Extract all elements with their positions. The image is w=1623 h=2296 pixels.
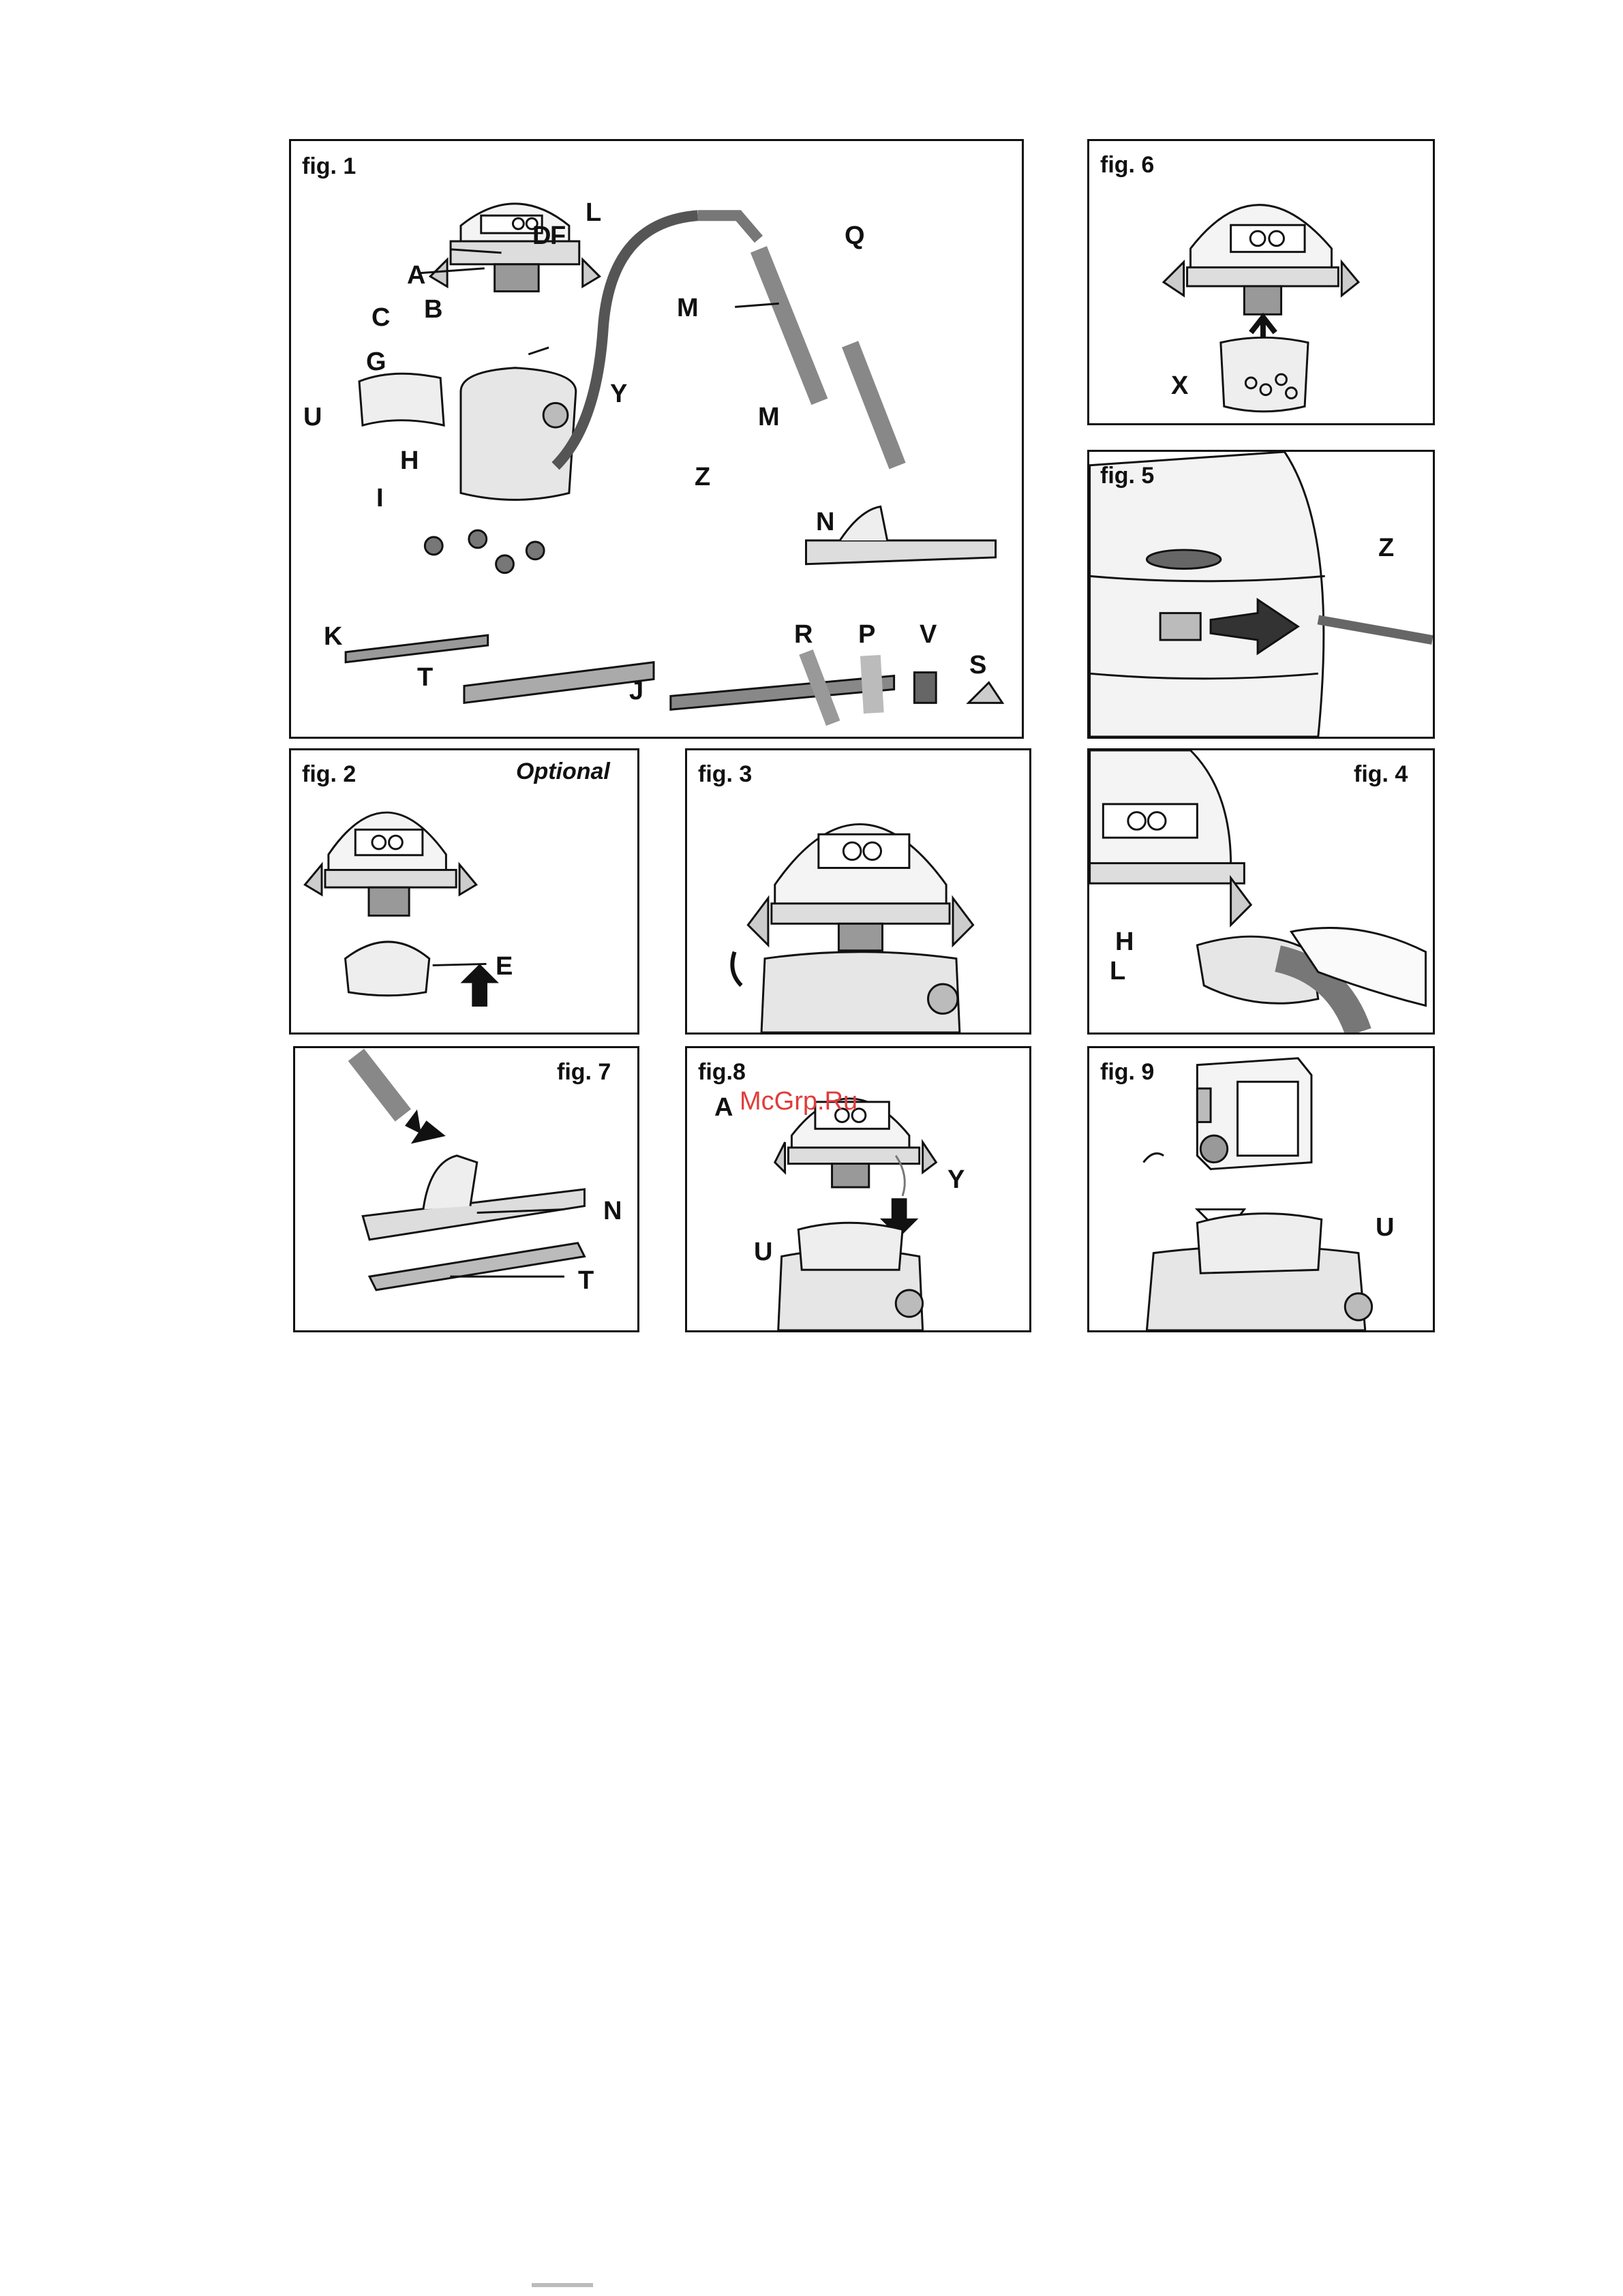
fig2-illustration	[291, 750, 637, 1032]
fig1-label-D: D	[532, 223, 551, 249]
fig5-title: fig. 5	[1100, 463, 1154, 489]
fig1-label-P: P	[858, 622, 875, 647]
fig1-label-C: C	[371, 305, 390, 331]
fig5-label-Z: Z	[1378, 535, 1394, 561]
figure-6: fig. 6 X	[1087, 139, 1435, 425]
fig9-label-U: U	[1376, 1214, 1394, 1240]
page-footer-mark	[532, 2283, 593, 2287]
fig1-label-J: J	[629, 678, 643, 704]
fig1-label-M1: M	[677, 295, 699, 321]
fig8-label-A: A	[714, 1095, 733, 1120]
fig6-illustration	[1089, 141, 1433, 423]
fig1-label-R: R	[794, 622, 813, 647]
fig1-label-F: F	[550, 223, 566, 249]
fig1-label-U: U	[303, 404, 322, 430]
figure-8: fig.8 A Y U	[685, 1046, 1031, 1332]
fig7-title: fig. 7	[557, 1059, 611, 1086]
fig2-title: fig. 2	[302, 761, 356, 788]
fig1-label-K: K	[324, 624, 342, 649]
fig8-label-Y: Y	[947, 1167, 965, 1193]
fig1-label-S: S	[969, 652, 986, 678]
fig1-label-N: N	[816, 509, 834, 535]
fig1-label-Z: Z	[695, 464, 710, 490]
figure-4: fig. 4 H L	[1087, 748, 1435, 1035]
fig8-title: fig.8	[698, 1059, 746, 1086]
fig2-label-E: E	[496, 953, 513, 979]
fig7-label-N: N	[603, 1198, 622, 1224]
fig1-label-Q: Q	[845, 223, 865, 249]
fig1-label-T: T	[417, 664, 433, 690]
fig1-label-M2: M	[758, 404, 780, 430]
fig3-illustration	[687, 750, 1029, 1032]
fig6-label-X: X	[1171, 373, 1188, 399]
fig1-label-A: A	[407, 262, 425, 288]
fig7-label-T: T	[578, 1268, 594, 1294]
fig3-title: fig. 3	[698, 761, 752, 788]
fig4-title: fig. 4	[1354, 761, 1408, 788]
fig8-illustration	[687, 1048, 1029, 1330]
fig4-label-H: H	[1115, 929, 1134, 955]
fig5-illustration	[1089, 452, 1433, 737]
figure-5: fig. 5 Z	[1087, 450, 1435, 739]
figure-9: fig. 9 U	[1087, 1046, 1435, 1332]
fig1-title: fig. 1	[302, 153, 356, 180]
fig1-label-Y: Y	[610, 381, 627, 407]
fig8-label-U: U	[754, 1239, 772, 1265]
fig2-optional-label: Optional	[516, 759, 610, 785]
figure-7: fig. 7 N T	[293, 1046, 639, 1332]
fig1-label-L: L	[586, 200, 601, 226]
fig4-illustration	[1089, 750, 1433, 1032]
fig1-label-V: V	[920, 622, 937, 647]
fig1-label-H: H	[400, 448, 419, 474]
fig6-title: fig. 6	[1100, 152, 1154, 179]
fig1-label-B: B	[424, 296, 442, 322]
fig1-label-G: G	[366, 349, 386, 375]
fig9-illustration	[1089, 1048, 1433, 1330]
watermark: McGrp.Ru	[740, 1087, 858, 1116]
fig1-label-I: I	[376, 485, 384, 511]
figure-1: fig. 1 L Q D F A B C M G Y M U H Z I N K…	[289, 139, 1024, 739]
fig4-label-L: L	[1110, 958, 1125, 984]
fig1-illustration	[291, 141, 1022, 737]
figure-2: fig. 2 Optional E	[289, 748, 639, 1035]
fig9-title: fig. 9	[1100, 1059, 1154, 1086]
figure-3: fig. 3	[685, 748, 1031, 1035]
